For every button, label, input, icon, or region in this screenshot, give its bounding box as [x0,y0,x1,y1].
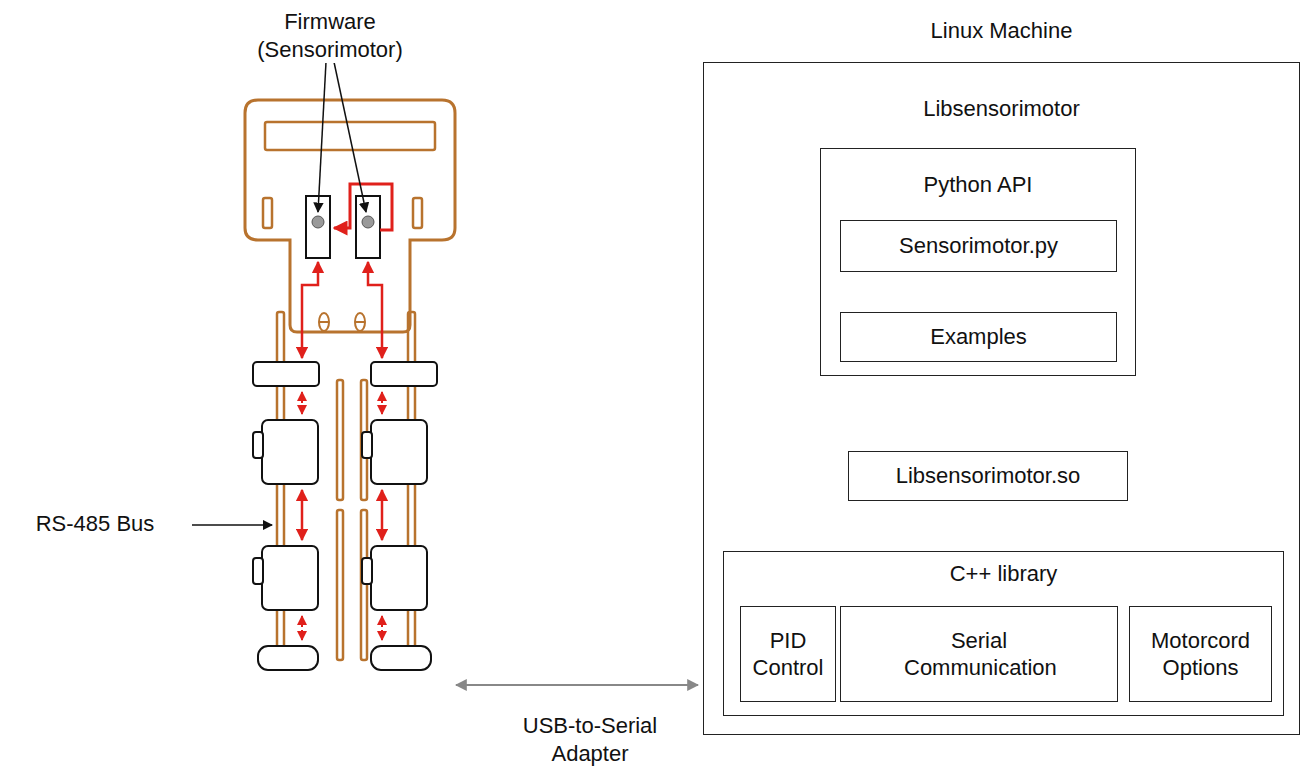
box-text: Serial Communication [904,627,1054,682]
box-text: Libsensorimotor.so [896,462,1081,490]
box-heading: Python API [821,171,1135,199]
box-heading: Linux Machine [704,17,1299,45]
box-text: Sensorimotor.py [899,232,1058,260]
module-box: Sensorimotor.py [840,220,1117,272]
api-box: Python API Sensorimotor.pyExamples [820,148,1136,376]
box-text: PID Control [748,627,828,682]
box-text: Examples [930,323,1027,351]
box-heading: C++ library [724,560,1283,588]
firmware-label: Firmware (Sensorimotor) [255,8,405,63]
module-box: Examples [840,312,1117,362]
machine-box: Linux MachineLibsensorimotorPython APISe… [703,62,1300,735]
adapter-label: USB-to-Serial Adapter [520,712,660,767]
box-text: Motorcord Options [1136,627,1266,682]
component-box: PID Control [740,606,836,702]
component-box: Serial Communication [840,606,1118,702]
library-box: Libsensorimotor.so [848,451,1128,501]
component-box: Motorcord Options [1129,606,1272,702]
library-box: C++ libraryPID Control Serial Communicati… [723,551,1284,716]
bus-label: RS-485 Bus [0,510,190,538]
box-heading: Libsensorimotor [704,95,1299,123]
